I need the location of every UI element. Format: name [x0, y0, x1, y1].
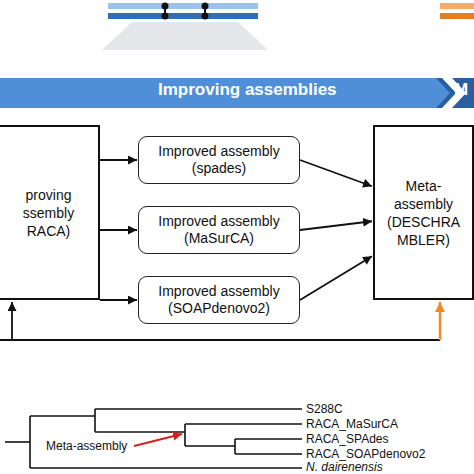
flow-arrow: [100, 299, 137, 301]
flow-arrow: [100, 159, 137, 161]
tree-branch: [235, 453, 302, 455]
feedback-line: [0, 339, 440, 341]
banner-title: Improving assemblies: [158, 83, 337, 97]
scaffold-bar: [440, 3, 474, 9]
tree-branch: [184, 424, 186, 446]
tree-branch: [95, 408, 302, 410]
tree-branch: [185, 445, 235, 447]
assembly-box: Improved assembly (MaSurCA): [138, 206, 300, 254]
banner-title: M: [454, 83, 468, 97]
alignment-shade: [102, 22, 268, 50]
link-dot: [202, 3, 209, 10]
assembly-box: Improved assembly (SOAPdenovo2): [138, 276, 300, 324]
box-text: Improved assembly (SOAPdenovo2): [145, 283, 293, 317]
link-dot: [202, 13, 209, 20]
tree-branch: [235, 438, 302, 440]
flow-arrow: [300, 256, 372, 300]
assembly-box: Improved assembly (spades): [138, 136, 300, 184]
taxon-label: N. dairenensis: [306, 460, 383, 474]
stage-banner: [0, 78, 466, 108]
flow-arrow: [100, 229, 137, 231]
feedback-arrow: [439, 302, 442, 340]
box-text: Improved assembly (spades): [145, 143, 293, 177]
scaffold-bar: [108, 13, 258, 19]
tree-branch: [185, 423, 302, 425]
box-text: Improved assembly (MaSurCA): [145, 213, 293, 247]
process-box: Meta- assembly (DESCHRA MBLER): [373, 125, 474, 300]
tree-branch: [234, 439, 236, 454]
tree-branch: [95, 431, 185, 433]
process-box: proving ssembly RACA): [0, 125, 100, 300]
scaffold-bar: [108, 3, 258, 9]
tree-branch: [29, 416, 31, 468]
tree-branch: [5, 441, 30, 443]
link-dot: [162, 13, 169, 20]
taxon-label: RACA_MaSurCA: [306, 417, 398, 431]
tree-branch: [30, 415, 95, 417]
pointer-arrow: [134, 434, 182, 446]
node-annotation: Meta-assembly: [46, 439, 127, 453]
feedback-arrow: [11, 302, 13, 340]
flow-arrow: [300, 160, 372, 186]
box-text: proving ssembly RACA): [11, 186, 86, 240]
box-text: Meta- assembly (DESCHRA MBLER): [387, 177, 460, 249]
taxon-label: S288C: [306, 402, 343, 416]
phylogenetic-tree: [5, 409, 302, 468]
tree-branch: [30, 467, 302, 469]
link-dot: [162, 3, 169, 10]
scaffold-bar: [440, 13, 474, 19]
stage-banner: [436, 78, 474, 108]
taxon-label: RACA_SPAdes: [306, 432, 388, 446]
flow-arrow: [300, 221, 372, 230]
taxon-label: RACA_SOAPdenovo2: [306, 447, 425, 461]
tree-branch: [94, 409, 96, 432]
